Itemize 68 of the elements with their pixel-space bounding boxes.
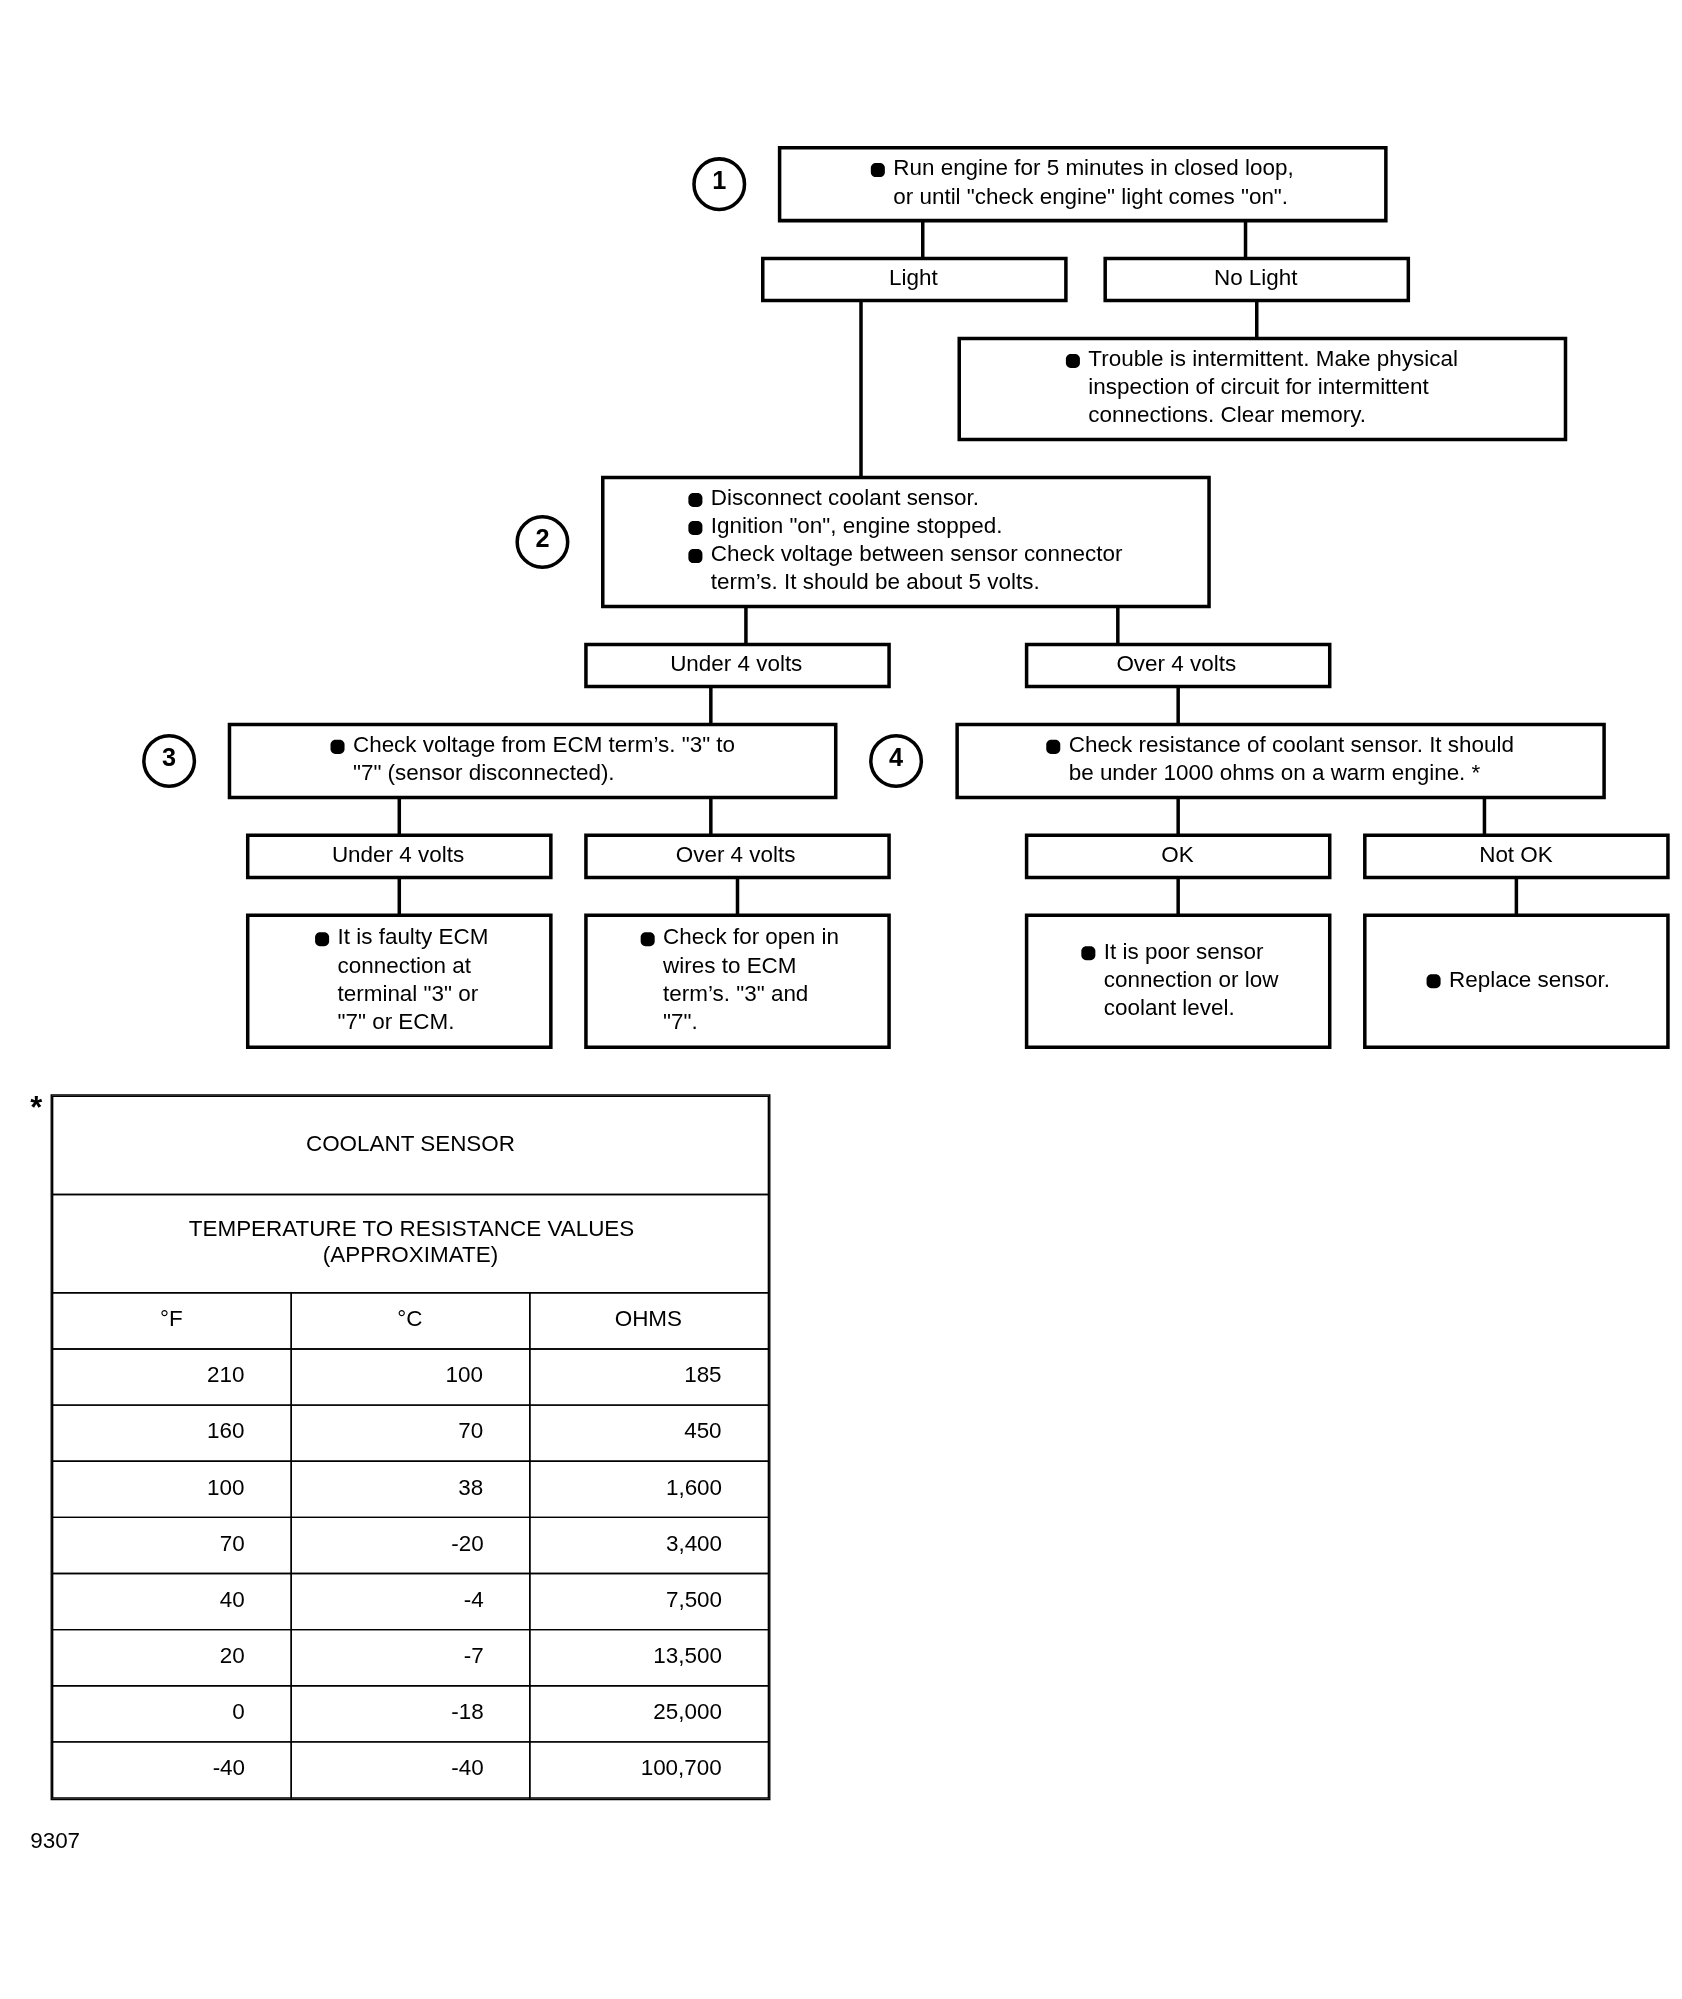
label: -4 bbox=[463, 1586, 484, 1612]
label: 70 bbox=[458, 1418, 484, 1444]
label: 1,600 bbox=[665, 1474, 723, 1500]
node-box: Not OK bbox=[1363, 833, 1670, 880]
node-box: It is poor sensor connection or low coolant level. bbox=[1024, 913, 1332, 1049]
node-box: Light bbox=[761, 256, 1068, 303]
connector bbox=[1482, 797, 1487, 835]
label: 100 bbox=[445, 1362, 484, 1388]
label: 9307 bbox=[30, 1828, 81, 1854]
node-box: It is faulty ECM connection at terminal "3" or "7" or ECM. bbox=[245, 913, 553, 1049]
node-box: Check resistance of coolant sensor. It should be under 1000 ohms on a warm engine. * bbox=[955, 722, 1606, 800]
label: 7,500 bbox=[665, 1586, 723, 1612]
label: °F bbox=[160, 1306, 183, 1332]
connector bbox=[397, 797, 402, 835]
label: 450 bbox=[684, 1418, 722, 1444]
node-box: Under 4 volts bbox=[245, 833, 553, 880]
label: 160 bbox=[207, 1418, 245, 1444]
label: 0 bbox=[232, 1699, 245, 1725]
connector bbox=[744, 606, 748, 645]
connector bbox=[709, 686, 713, 725]
label: * bbox=[30, 1090, 43, 1126]
label: 38 bbox=[458, 1474, 484, 1500]
connector bbox=[921, 220, 925, 259]
node-box: Disconnect coolant sensor. Ignition "on", engine stopped. Check voltage between sensor connector term’s. It should be about 5 volts. bbox=[601, 475, 1211, 609]
connector bbox=[1255, 300, 1259, 339]
connector bbox=[735, 877, 740, 916]
label: 185 bbox=[684, 1362, 722, 1388]
node-box: No Light bbox=[1103, 256, 1411, 303]
label: -7 bbox=[463, 1643, 484, 1669]
node-box: Over 4 volts bbox=[1024, 642, 1332, 689]
label: 25,000 bbox=[653, 1699, 722, 1725]
node-circle: 2 bbox=[515, 515, 570, 569]
connector bbox=[859, 301, 863, 478]
label: -20 bbox=[451, 1530, 484, 1556]
label: 210 bbox=[207, 1362, 245, 1388]
label: TEMPERATURE TO RESISTANCE VALUES (APPROXIMATE) bbox=[188, 1216, 635, 1267]
label: 3,400 bbox=[665, 1530, 723, 1556]
label: -40 bbox=[451, 1755, 484, 1781]
node-box: Under 4 volts bbox=[584, 642, 891, 689]
label: 40 bbox=[219, 1586, 245, 1612]
connector bbox=[397, 877, 402, 916]
node-circle: 4 bbox=[869, 733, 924, 788]
node-box: Check for open in wires to ECM term’s. "3" and "7". bbox=[584, 913, 891, 1049]
connector bbox=[1243, 220, 1248, 259]
label: 70 bbox=[219, 1530, 245, 1556]
node-circle: 3 bbox=[142, 733, 197, 788]
node-box: Check voltage from ECM term’s. "3" to "7" (sensor disconnected). bbox=[227, 722, 838, 800]
label: °C bbox=[397, 1306, 423, 1332]
connector bbox=[1514, 877, 1519, 916]
node-box: Over 4 volts bbox=[584, 833, 891, 880]
label: OHMS bbox=[614, 1306, 683, 1332]
label: 13,500 bbox=[653, 1643, 722, 1669]
node-box: Trouble is intermittent. Make physical inspection of circuit for intermittent connections. Clear memory. bbox=[957, 336, 1568, 442]
label: 100,700 bbox=[640, 1755, 722, 1781]
connector bbox=[1176, 877, 1180, 916]
node-circle: 1 bbox=[692, 157, 747, 212]
label: -40 bbox=[212, 1755, 246, 1781]
connector bbox=[709, 797, 713, 835]
node-box: Replace sensor. bbox=[1363, 913, 1670, 1049]
connector bbox=[1116, 606, 1120, 645]
node-box: OK bbox=[1024, 833, 1332, 880]
label: -18 bbox=[451, 1699, 484, 1725]
connector bbox=[1176, 797, 1180, 835]
label: 100 bbox=[207, 1474, 245, 1500]
node-box: Run engine for 5 minutes in closed loop, or until "check engine" light comes "on". bbox=[777, 145, 1388, 223]
label: 20 bbox=[219, 1643, 245, 1669]
connector bbox=[1176, 686, 1180, 725]
label: COOLANT SENSOR bbox=[305, 1130, 516, 1156]
